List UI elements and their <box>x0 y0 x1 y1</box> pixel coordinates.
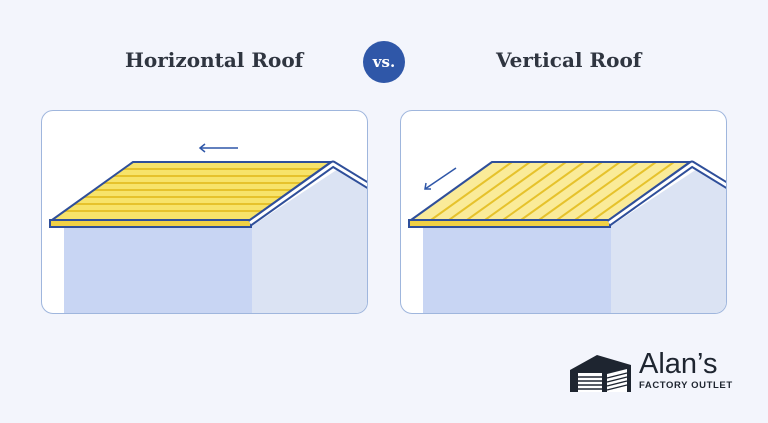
gable-trim <box>608 162 726 225</box>
vertical-roof-title: Vertical Roof <box>496 48 642 72</box>
horizontal-roof-illustration <box>49 143 367 313</box>
roof-vertical-panels <box>430 162 675 220</box>
vertical-roof-illustration <box>408 160 726 313</box>
horizontal-roof-title: Horizontal Roof <box>125 48 304 72</box>
roof-fascia <box>408 219 611 228</box>
vs-badge: vs. <box>363 41 405 83</box>
building-front-wall <box>423 226 611 313</box>
garage-icon <box>570 355 631 392</box>
roof-surface <box>411 162 690 220</box>
logo-name: Alan’s <box>639 348 718 380</box>
roof-fascia <box>49 219 252 228</box>
left-arrow <box>198 143 238 153</box>
vertical-roof-panel <box>400 110 727 314</box>
down-left-arrow <box>424 167 457 190</box>
horizontal-roof-panel <box>41 110 368 314</box>
building-front-wall <box>64 226 252 313</box>
alans-factory-outlet-logo: Alan’s FACTORY OUTLET <box>569 348 739 394</box>
building-side-wall <box>611 169 726 313</box>
logo-tagline: FACTORY OUTLET <box>639 380 733 391</box>
gable-trim <box>249 162 367 225</box>
building-side-wall <box>252 169 367 313</box>
